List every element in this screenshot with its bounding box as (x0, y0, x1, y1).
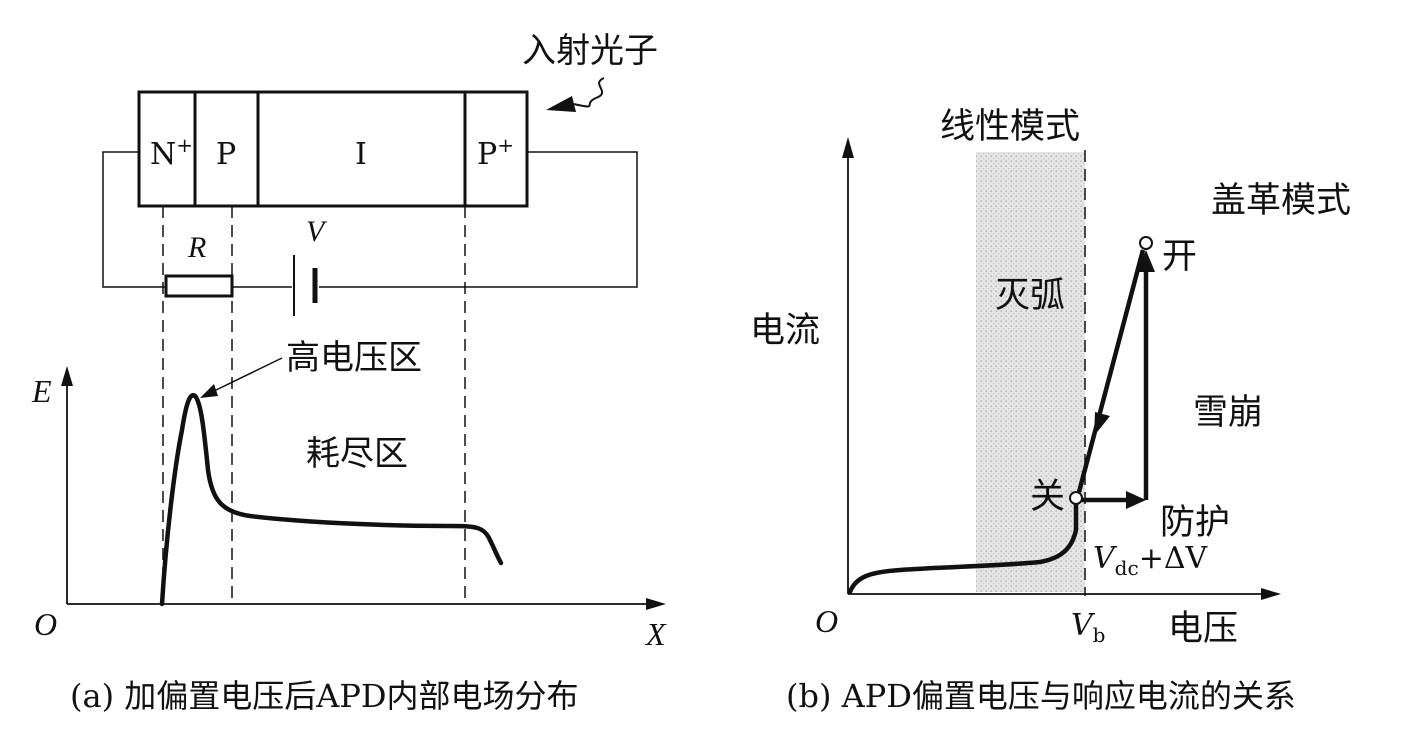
caption-b: (b) APD偏置电压与响应电流的关系 (786, 677, 1296, 715)
on-label: 开 (1162, 237, 1197, 277)
caption-a: (a) 加偏置电压后APD内部电场分布 (70, 677, 579, 715)
quench-return-line (1076, 249, 1146, 493)
apd-structure: N+ P I P+ (137, 90, 529, 208)
battery-symbol (293, 255, 318, 316)
panel-a: 入射光子 N+ P I P+ R (31, 31, 667, 715)
avalanche-label: 雪崩 (1193, 393, 1263, 433)
protection-arrow (1082, 491, 1146, 509)
panel-b: 线性模式 盖革模式 灭弧 电流 电压 O Vb 关 防护 雪崩 开 (750, 107, 1351, 715)
field-axes (61, 366, 666, 610)
current-axis-label: 电流 (750, 311, 820, 351)
geiger-mode-label: 盖革模式 (1211, 181, 1351, 221)
voltage-axis-label: 电压 (1168, 609, 1238, 649)
iv-axes (842, 137, 1281, 600)
bias-voltage-label: Vdc+ΔV (1093, 541, 1208, 580)
electric-field-curve (159, 392, 504, 607)
breakdown-voltage-label: Vb (1071, 608, 1105, 647)
depletion-region-label: 耗尽区 (306, 434, 408, 474)
incident-photon-label: 入射光子 (522, 31, 658, 71)
linear-mode-label: 线性模式 (940, 107, 1080, 147)
on-point-marker (1139, 236, 1153, 250)
resistor (164, 274, 234, 298)
high-field-arrow (200, 357, 283, 398)
bias-circuit (102, 151, 638, 288)
resistor-label: R (187, 231, 206, 264)
high-field-label: 高电压区 (286, 338, 422, 378)
origin-label-b: O (815, 603, 838, 639)
photon-squiggle-arrow (546, 77, 605, 112)
protection-label: 防护 (1160, 503, 1230, 543)
iv-curve (847, 495, 1079, 595)
x-axis-label: X (644, 616, 667, 652)
e-axis-label: E (31, 373, 52, 409)
segment-p-label: P (216, 137, 236, 172)
avalanche-arrow (1137, 250, 1155, 500)
voltage-label: V (306, 215, 328, 248)
apd-body (137, 90, 529, 208)
origin-label-a: O (34, 606, 57, 642)
segment-n-label: N+ (150, 133, 193, 172)
linear-mode-band (976, 152, 1085, 592)
projection-lines (162, 206, 466, 604)
off-label: 关 (1030, 477, 1065, 517)
quench-label: 灭弧 (995, 276, 1065, 316)
off-point-marker (1069, 491, 1083, 505)
segment-pplus-label: P+ (477, 133, 514, 172)
segment-i-label: I (355, 137, 367, 172)
